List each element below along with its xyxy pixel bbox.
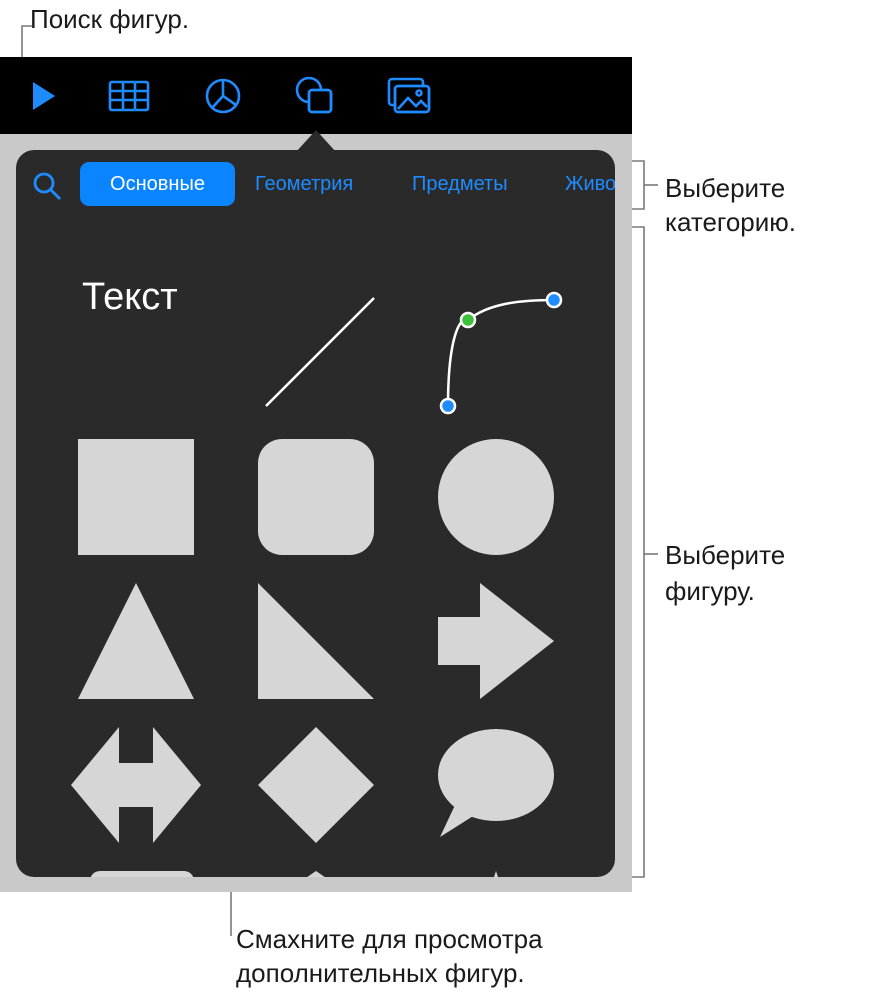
search-button[interactable] bbox=[31, 170, 63, 207]
media-button[interactable] bbox=[386, 75, 432, 117]
category-tabs: Основные Геометрия Предметы Живо bbox=[16, 162, 615, 208]
callout-swipe-line1: Смахните для просмотра bbox=[236, 924, 543, 954]
search-icon bbox=[33, 172, 61, 200]
media-icon bbox=[387, 77, 431, 114]
tab-animals[interactable]: Живо bbox=[565, 173, 615, 195]
callout-swipe-line2: дополнительных фигур. bbox=[236, 958, 525, 988]
tab-geometry[interactable]: Геометрия bbox=[255, 173, 354, 195]
callout-category-line2: категорию. bbox=[665, 207, 796, 237]
shape-callout-rectangle[interactable] bbox=[64, 871, 196, 877]
callout-category-line1: Выберите bbox=[665, 173, 786, 203]
callout-search: Поиск фигур. bbox=[30, 4, 190, 34]
callout-category-bracket bbox=[632, 160, 658, 210]
play-button[interactable] bbox=[18, 75, 64, 117]
shape-square[interactable] bbox=[78, 439, 194, 555]
shape-line[interactable] bbox=[256, 290, 386, 414]
table-button[interactable] bbox=[106, 75, 152, 117]
shape-arrow-right[interactable] bbox=[438, 583, 554, 699]
shape-button[interactable] bbox=[292, 75, 338, 117]
popover-arrow bbox=[296, 130, 336, 152]
shape-speech-bubble[interactable] bbox=[438, 727, 554, 843]
chart-button[interactable] bbox=[200, 75, 246, 117]
shape-text[interactable]: Текст bbox=[82, 276, 178, 318]
callout-shape-line1: Выберите bbox=[665, 540, 786, 570]
shape-curve[interactable] bbox=[428, 284, 568, 420]
callout-shape-bracket bbox=[632, 226, 658, 878]
shape-right-triangle[interactable] bbox=[258, 583, 374, 699]
shape-icon bbox=[295, 76, 333, 114]
tab-basic[interactable]: Основные bbox=[80, 162, 235, 206]
toolbar bbox=[0, 57, 632, 134]
shape-diamond[interactable] bbox=[258, 727, 374, 843]
app-screen: Основные Геометрия Предметы Живо Текст bbox=[0, 57, 632, 892]
shape-triangle[interactable] bbox=[78, 583, 194, 699]
tab-objects[interactable]: Предметы bbox=[412, 173, 508, 195]
shapes-popover: Основные Геометрия Предметы Живо Текст bbox=[16, 150, 615, 877]
shape-star[interactable] bbox=[438, 871, 554, 877]
shape-circle[interactable] bbox=[438, 439, 554, 555]
shape-double-arrow[interactable] bbox=[71, 727, 201, 843]
chart-icon bbox=[205, 78, 241, 114]
shape-pentagon[interactable] bbox=[258, 871, 374, 877]
callout-shape-line2: фигуру. bbox=[665, 576, 755, 606]
table-icon bbox=[108, 80, 150, 112]
play-icon bbox=[33, 82, 55, 110]
shape-rounded-square[interactable] bbox=[258, 439, 374, 555]
